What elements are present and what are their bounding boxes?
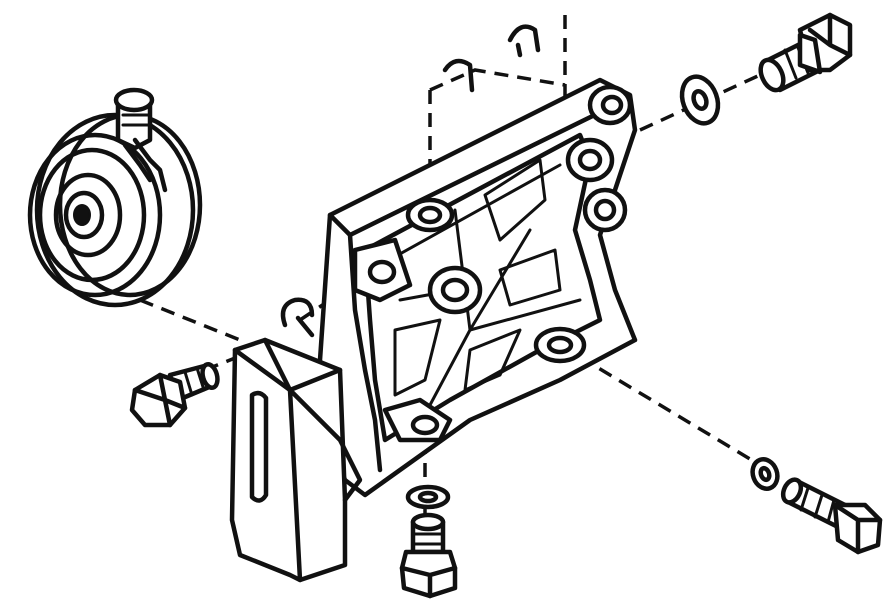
bolt-left [129,362,220,428]
clip-top [442,24,541,93]
support-stay [229,337,363,583]
washer-icon [750,457,780,491]
boss-lower-right [533,326,587,364]
idler-pulley [27,87,203,308]
boss-upper-right [587,84,633,126]
bolt-icon [113,87,168,193]
bolt-icon [399,512,458,599]
clip-icon [442,24,541,93]
boss-left [352,237,413,303]
clip-left [280,297,315,338]
boss-bottom [382,397,453,443]
boss-right-low [582,187,628,233]
mounting-bracket [317,77,638,498]
bolt-bottom [399,512,458,599]
washer-icon [405,484,451,510]
bolt-upper-right [758,12,853,93]
bracket-icon [317,77,638,498]
bolt-icon [129,362,220,428]
pulley-adjust-bolt [113,87,168,193]
washer-icon [679,74,721,126]
bolt-icon [780,477,883,555]
bolt-lower-right [780,477,883,555]
boss-top [405,197,455,233]
bolt-icon [758,12,853,93]
pulley-icon [27,112,203,308]
washer-upper-right [679,74,721,126]
boss-center [427,265,483,315]
washer-bottom [405,484,451,510]
boss-right-mid [565,137,615,183]
washer-lower-right [750,457,780,491]
clip-icon [280,297,315,338]
bracket-icon [229,337,363,583]
